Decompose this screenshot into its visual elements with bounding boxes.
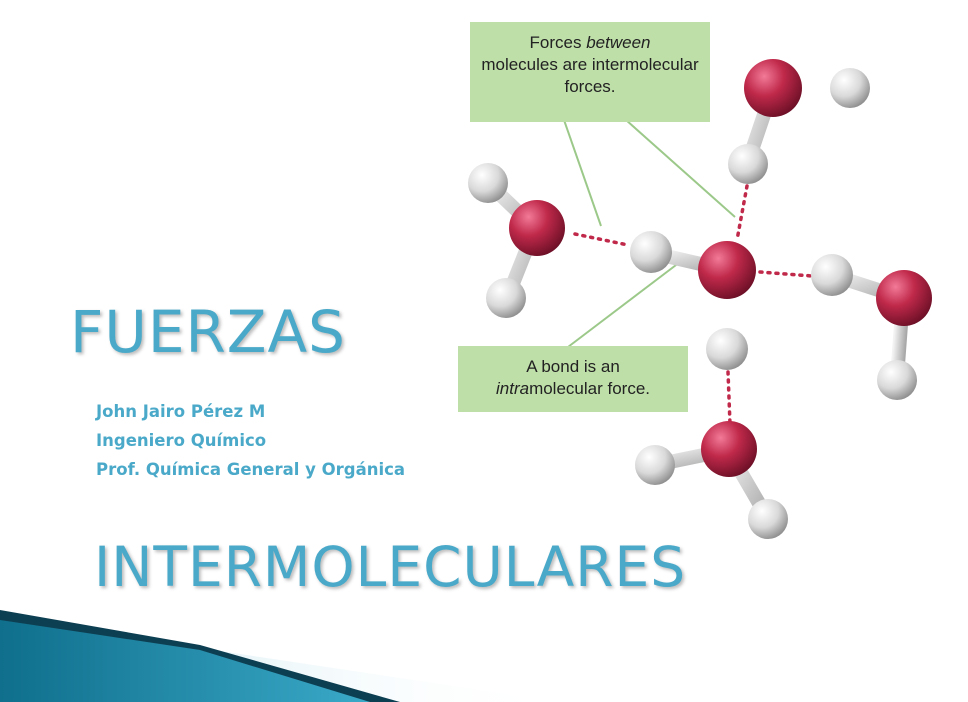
- author-position: Prof. Química General y Orgánica: [96, 460, 406, 479]
- oxygen-atom: [876, 270, 932, 326]
- hydrogen-atom: [630, 231, 672, 273]
- hydrogen-atom: [877, 360, 917, 400]
- oxygen-atom: [509, 200, 565, 256]
- hydrogen-atom: [830, 68, 870, 108]
- hydrogen-bonds: [573, 184, 814, 426]
- author-role: Ingeniero Químico: [96, 431, 267, 450]
- callout-text: A bond is an: [526, 357, 620, 376]
- hydrogen-atom: [635, 445, 675, 485]
- intermolecular-callout: Forces between molecules are intermolecu…: [470, 22, 710, 122]
- oxygen-atom: [698, 241, 756, 299]
- oxygen-atom: [744, 59, 802, 117]
- hydrogen-bond: [735, 184, 749, 242]
- title-line-1: FUERZAS: [70, 298, 346, 366]
- hydrogen-bond: [758, 270, 814, 278]
- hydrogen-atom: [728, 144, 768, 184]
- hydrogen-atom: [468, 163, 508, 203]
- callout-emphasis: intra: [495, 379, 530, 398]
- leader-line: [625, 119, 736, 218]
- author-name: John Jairo Pérez M: [96, 402, 266, 421]
- hydrogen-atom: [706, 328, 748, 370]
- teal-band: [0, 620, 370, 702]
- hydrogen-bond: [573, 232, 630, 247]
- title-line-2: INTERMOLECULARES: [94, 535, 687, 599]
- oxygen-atoms: [509, 59, 932, 477]
- callout-text: molecular force.: [529, 379, 650, 398]
- intramolecular-callout: A bond is an intramolecular force.: [458, 346, 688, 412]
- leader-line: [567, 261, 681, 348]
- hydrogen-atoms: [468, 68, 917, 539]
- hydrogen-atom: [486, 278, 526, 318]
- callout-text: molecules are intermolecular forces.: [481, 55, 699, 96]
- callout-text: Forces: [529, 33, 587, 52]
- covalent-bonds: [483, 81, 910, 524]
- leader-lines: [563, 119, 736, 348]
- callout-emphasis: between: [586, 33, 651, 52]
- hydrogen-atom: [811, 254, 853, 296]
- leader-line: [563, 119, 602, 227]
- hydrogen-bond: [726, 370, 732, 426]
- oxygen-atom: [701, 421, 757, 477]
- hydrogen-atom: [748, 499, 788, 539]
